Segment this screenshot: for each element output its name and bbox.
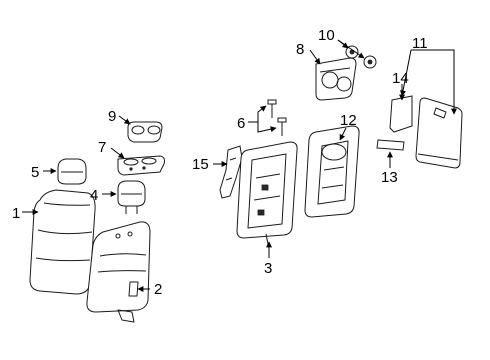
cupholder-insert[interactable] [127, 121, 163, 143]
pad-small[interactable] [389, 95, 413, 133]
leader-lines [22, 39, 457, 292]
callout-15: 15 [192, 156, 209, 173]
callout-6: 6 [237, 115, 245, 132]
callout-11: 11 [412, 35, 428, 52]
callout-13: 13 [381, 169, 398, 186]
cupholder-base[interactable] [117, 155, 165, 176]
headrest-center[interactable] [117, 180, 146, 214]
seat-back-cover[interactable] [29, 189, 96, 295]
seat-back-frame[interactable] [236, 141, 298, 245]
callout-4: 4 [90, 187, 98, 204]
latch-housing[interactable] [315, 57, 357, 101]
seat-back-panel[interactable] [86, 221, 151, 323]
side-bracket[interactable] [219, 145, 243, 199]
callout-8: 8 [296, 41, 304, 58]
callout-1: 1 [12, 205, 20, 222]
armrest-frame[interactable] [304, 125, 360, 218]
callout-9: 9 [108, 108, 116, 125]
callout-labels: 1 2 3 4 5 6 7 8 9 10 11 12 13 14 15 [12, 27, 428, 298]
bolts[interactable] [267, 99, 287, 136]
callout-3: 3 [264, 260, 272, 277]
headrest-left[interactable] [57, 158, 87, 185]
callout-5: 5 [31, 164, 39, 181]
callout-2: 2 [154, 281, 162, 298]
callout-7: 7 [98, 139, 106, 156]
callout-14: 14 [392, 70, 409, 87]
callout-10: 10 [318, 27, 335, 44]
trim-strip[interactable] [376, 139, 405, 151]
callout-12: 12 [340, 112, 357, 129]
back-panel[interactable] [415, 97, 463, 169]
washers[interactable] [345, 45, 377, 69]
